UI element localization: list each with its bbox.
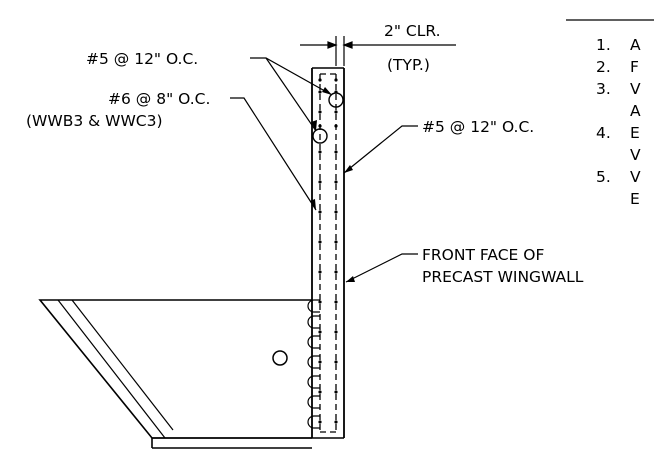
- note-5-number: 5.: [596, 168, 611, 186]
- bar-6-sublabel: (WWB3 & WWC3): [26, 112, 163, 130]
- note-5-continuation: E: [630, 190, 640, 208]
- note-4-continuation: V: [630, 146, 641, 164]
- note-4-number: 4.: [596, 124, 611, 142]
- note-3-text: V: [630, 80, 641, 98]
- rebar-dots: [318, 78, 338, 424]
- bar-section-lower: [312, 128, 328, 144]
- note-3-continuation: A: [630, 102, 641, 120]
- clear-cover-typ-label: (TYP.): [387, 56, 430, 74]
- front-face-sublabel: PRECAST WINGWALL: [422, 268, 584, 286]
- leader-arrowheads: [310, 87, 355, 282]
- footing-hole: [272, 350, 288, 366]
- note-2-number: 2.: [596, 58, 611, 76]
- note-5-text: V: [630, 168, 641, 186]
- leader-lines: [230, 57, 418, 283]
- clear-cover-dimension: [300, 36, 456, 66]
- bar-5-right-label: #5 @ 12" O.C.: [422, 118, 534, 136]
- bar-5-left-label: #5 @ 12" O.C.: [86, 50, 198, 68]
- bar-section-upper: [328, 92, 344, 108]
- notes-list: 1. A 2. F 3. V A 4. E V 5. V E: [596, 36, 641, 208]
- footing: [38, 299, 312, 449]
- rebar-hooks: [307, 299, 320, 429]
- note-1-text: A: [630, 36, 641, 54]
- front-face-label: FRONT FACE OF: [422, 246, 544, 264]
- note-3-number: 3.: [596, 80, 611, 98]
- note-1-number: 1.: [596, 36, 611, 54]
- clear-cover-label: 2" CLR.: [384, 22, 441, 40]
- rebar-dashed-lines: [319, 73, 337, 433]
- wingwall: [311, 67, 345, 439]
- bar-6-label: #6 @ 8" O.C.: [108, 90, 210, 108]
- note-2-text: F: [630, 58, 639, 76]
- note-4-text: E: [630, 124, 640, 142]
